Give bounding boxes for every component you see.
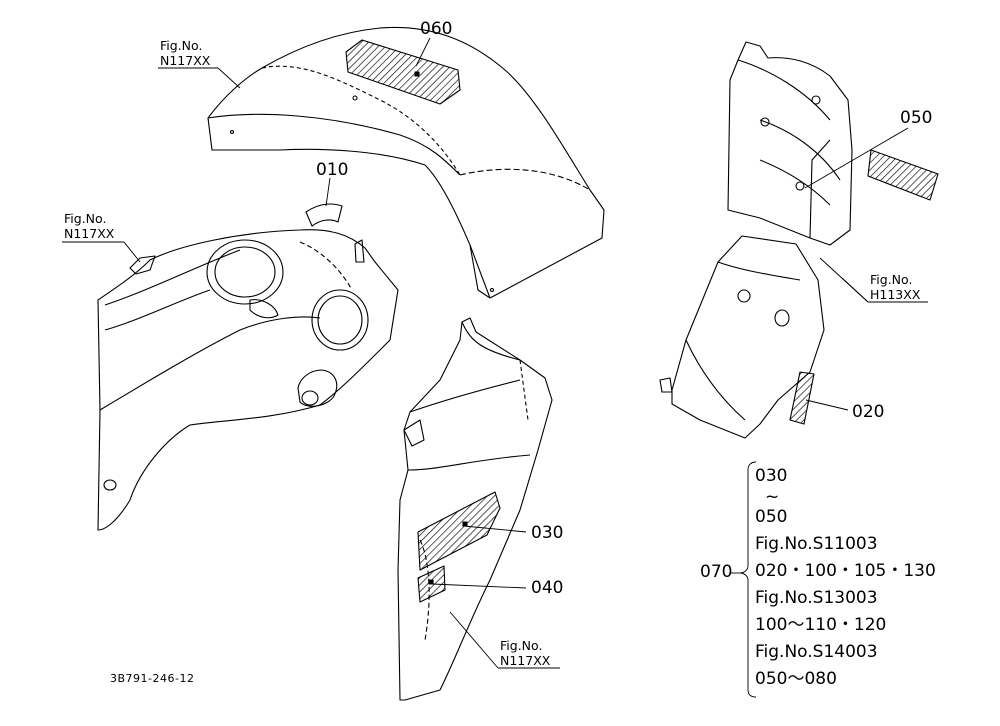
- assembly-line: 030: [755, 466, 788, 486]
- assembly-line: Fig.No.S14003: [755, 642, 878, 662]
- assembly-line: ~: [765, 487, 780, 507]
- fig-ref-bottom-line2: N117XX: [500, 653, 551, 668]
- left-dash-panel: [97, 229, 399, 531]
- assembly-line: 050: [755, 507, 788, 527]
- fig-ref-top: Fig.No. N117XX: [160, 38, 210, 68]
- label-020: 020: [852, 402, 885, 422]
- decal-060: [345, 39, 461, 105]
- bracket-010: [305, 203, 343, 227]
- fig-ref-right: Fig.No. H113XX: [870, 272, 920, 302]
- right-upper-cover: [727, 41, 853, 246]
- assembly-number: 070: [700, 562, 733, 582]
- fig-ref-top-line2: N117XX: [160, 53, 211, 68]
- top-cover-panel: [207, 26, 605, 299]
- leader-lines: [62, 37, 928, 698]
- label-010: 010: [316, 160, 349, 180]
- decal-030: [417, 491, 501, 571]
- decal-050: [867, 149, 939, 201]
- label-040: 040: [531, 578, 564, 598]
- assembly-line: 050～080: [755, 669, 837, 689]
- fig-ref-right-line2: H113XX: [870, 287, 921, 302]
- fig-ref-left-line2: N117XX: [64, 226, 115, 241]
- label-050: 050: [900, 108, 933, 128]
- right-lower-cover: [659, 235, 825, 439]
- label-030: 030: [531, 523, 564, 543]
- decal-020: [789, 371, 815, 425]
- assembly-line: Fig.No.S11003: [755, 534, 878, 554]
- drawing-number: 3B791-246-12: [110, 672, 195, 685]
- fig-ref-bottom-line1: Fig.No.: [500, 638, 543, 653]
- fig-ref-top-line1: Fig.No.: [160, 38, 203, 53]
- fig-ref-left: Fig.No. N117XX: [64, 211, 114, 241]
- label-060: 060: [420, 19, 453, 39]
- fig-ref-bottom: Fig.No. N117XX: [500, 638, 550, 668]
- assembly-line: 020・100・105・130: [755, 561, 936, 581]
- center-side-cover: [397, 317, 553, 701]
- fig-ref-right-line1: Fig.No.: [870, 272, 913, 287]
- assembly-legend: 030 ~ 050 Fig.No.S11003 020・100・105・130 …: [755, 463, 936, 693]
- assembly-line: 100～110・120: [755, 615, 887, 635]
- fig-ref-left-line1: Fig.No.: [64, 211, 107, 226]
- assembly-line: Fig.No.S13003: [755, 588, 878, 608]
